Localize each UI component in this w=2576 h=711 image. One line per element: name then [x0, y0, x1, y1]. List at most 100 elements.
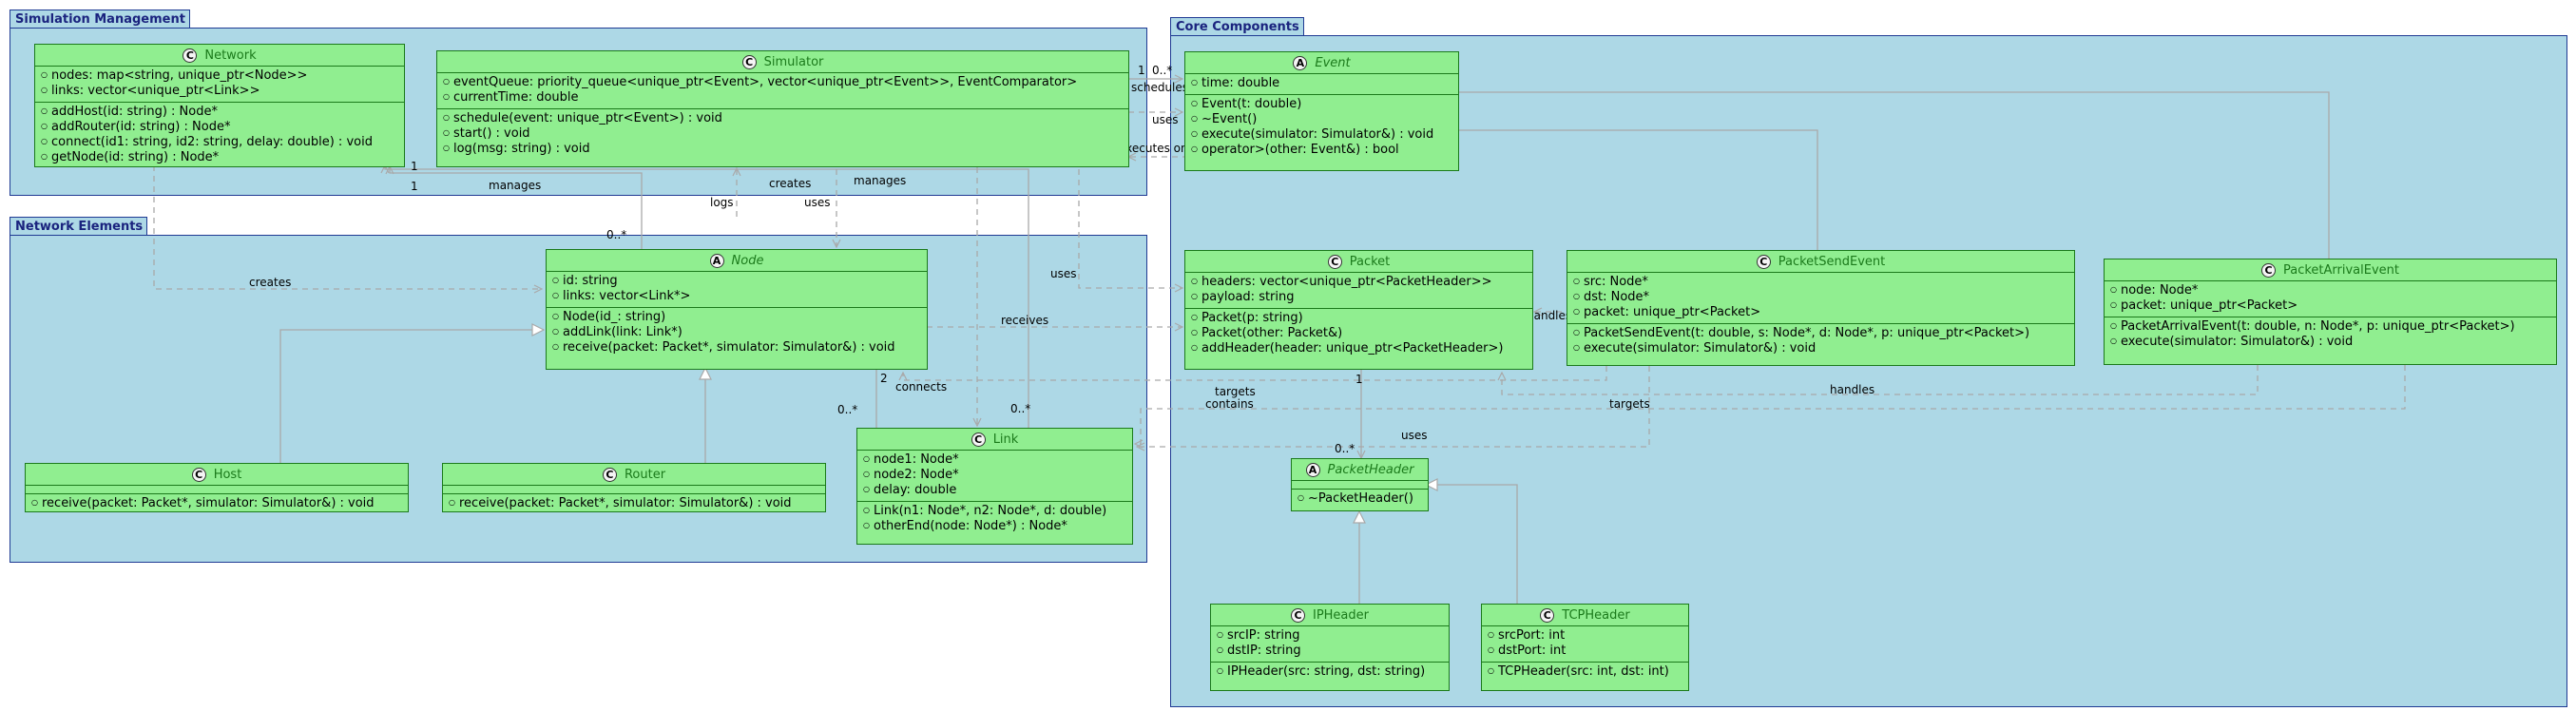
class-attribute: src: Node*: [1573, 275, 2068, 290]
label-net-creates-nodes: creates: [249, 276, 292, 289]
class-icon: C: [1756, 254, 1771, 269]
class-attribute: dstIP: string: [1217, 644, 1443, 659]
attributes-section: srcIP: stringdstIP: string: [1211, 626, 1449, 662]
label-sim-uses-packet: uses: [1050, 267, 1077, 280]
class-icon: C: [602, 467, 617, 482]
label-header-many: 0..*: [1335, 442, 1355, 455]
class-ip-header: CIPHeadersrcIP: stringdstIP: stringIPHea…: [1210, 604, 1450, 691]
package-network-elements-title: Network Elements: [10, 217, 148, 236]
class-method: IPHeader(src: string, dst: string): [1217, 664, 1443, 680]
class-icon: C: [183, 48, 198, 63]
class-method: addHeader(header: unique_ptr<PacketHeade…: [1191, 341, 1527, 356]
label-send-targets-packet: targets: [1215, 385, 1256, 398]
class-attribute: headers: vector<unique_ptr<PacketHeader>…: [1191, 275, 1527, 290]
abstract-class-icon: A: [1293, 55, 1308, 70]
attributes-section: time: double: [1185, 74, 1458, 94]
label-net-many-nodes: 0..*: [606, 228, 627, 241]
methods-section: Node(id_: string)addLink(link: Link*)rec…: [547, 307, 927, 358]
class-header: C Router: [443, 464, 825, 486]
class-method: execute(simulator: Simulator&) : void: [1573, 341, 2068, 356]
label-node-many: 0..*: [837, 403, 858, 416]
class-attribute: links: vector<unique_ptr<Link>>: [41, 84, 398, 99]
class-attribute: delay: double: [863, 483, 1126, 498]
abstract-class-icon: A: [709, 253, 724, 268]
edge-sendevent-targets-node: [903, 366, 1607, 381]
class-method: start() : void: [443, 126, 1123, 142]
class-network: CNetworknodes: map<string, unique_ptr<No…: [34, 44, 405, 167]
class-method: operator>(other: Event&) : bool: [1191, 143, 1452, 158]
class-method: ~PacketHeader(): [1298, 491, 1422, 507]
class-method: PacketArrivalEvent(t: double, n: Node*, …: [2110, 319, 2550, 335]
attributes-section: node: Node*packet: unique_ptr<Packet>: [2105, 281, 2556, 317]
class-icon: C: [2260, 262, 2276, 278]
class-packet-arrival-event: C PacketArrivalEvent node: Node*packet: un…: [2104, 259, 2557, 365]
label-net-one-b: 1: [411, 180, 418, 193]
methods-section: ~PacketHeader(): [1292, 489, 1428, 509]
class-method: Packet(p: string): [1191, 311, 1527, 326]
class-attribute: node1: Node*: [863, 452, 1126, 468]
label-arrival-handles: handles: [1830, 383, 1875, 396]
label-send-targets-link: targets: [1609, 397, 1650, 411]
class-router: C Router receive(packet: Packet*, simulato…: [442, 463, 826, 512]
class-attribute: time: double: [1191, 76, 1452, 91]
attributes-section: srcPort: intdstPort: int: [1482, 626, 1688, 662]
label-node-contains: contains: [1205, 397, 1254, 411]
methods-section: IPHeader(src: string, dst: string): [1211, 662, 1449, 682]
methods-section: Event(t: double)~Event()execute(simulato…: [1185, 94, 1458, 161]
label-node-receives: receives: [1001, 314, 1049, 327]
label-sim-many-events: 0..*: [1152, 64, 1173, 77]
class-attribute: node2: Node*: [863, 468, 1126, 483]
methods-section: Link(n1: Node*, n2: Node*, d: double)oth…: [857, 501, 1132, 537]
label-net-creates-links: creates: [769, 177, 812, 190]
class-node: ANodeid: stringlinks: vector<Link*>Node(…: [546, 249, 928, 370]
methods-section: PacketSendEvent(t: double, s: Node*, d: …: [1567, 323, 2074, 359]
class-method: log(msg: string) : void: [443, 142, 1123, 157]
class-name: PacketArrivalEvent: [2282, 262, 2399, 278]
class-attribute: id: string: [552, 274, 921, 289]
class-name: IPHeader: [1312, 607, 1369, 623]
class-name: Packet: [1349, 254, 1391, 269]
class-icon: C: [741, 54, 757, 69]
label-sim-uses-event: uses: [1152, 113, 1179, 126]
label-net-one-a: 1: [411, 160, 418, 173]
class-attribute: node: Node*: [2110, 283, 2550, 298]
methods-section: schedule(event: unique_ptr<Event>) : voi…: [437, 108, 1128, 160]
label-node-two: 2: [880, 372, 888, 385]
class-icon: C: [191, 467, 206, 482]
edge-host-extends-node: [279, 330, 544, 463]
class-name: PacketHeader: [1327, 462, 1414, 477]
edge-arrivalevent-extends-event: [1190, 92, 2330, 259]
methods-section: Packet(p: string)Packet(other: Packet&)a…: [1185, 308, 1532, 359]
edge-network-creates-node: [153, 165, 542, 289]
class-attribute: payload: string: [1191, 290, 1527, 305]
class-attribute: dstPort: int: [1488, 644, 1682, 659]
class-header: C PacketArrivalEvent: [2105, 259, 2556, 281]
label-sim-uses-node: uses: [804, 196, 831, 209]
class-attribute: packet: unique_ptr<Packet>: [1573, 305, 2068, 320]
package-simulation-management-title: Simulation Management: [10, 10, 190, 29]
class-icon: C: [1327, 254, 1342, 269]
package-core-components-title: Core Components: [1170, 17, 1304, 36]
class-method: Packet(other: Packet&): [1191, 326, 1527, 341]
methods-section: TCPHeader(src: int, dst: int): [1482, 662, 1688, 682]
class-method: Node(id_: string): [552, 310, 921, 325]
methods-section: addHost(id: string) : Node*addRouter(id:…: [35, 102, 404, 168]
class-packet-send-event: CPacketSendEventsrc: Node*dst: Node*pack…: [1567, 250, 2075, 366]
attributes-section: [443, 486, 825, 493]
attributes-section: id: stringlinks: vector<Link*>: [547, 272, 927, 307]
class-method: addRouter(id: string) : Node*: [41, 120, 398, 135]
class-method: receive(packet: Packet*, simulator: Simu…: [449, 496, 819, 511]
class-method: PacketSendEvent(t: double, s: Node*, d: …: [1573, 326, 2068, 341]
class-name: Router: [624, 467, 666, 482]
class-attribute: srcIP: string: [1217, 628, 1443, 644]
class-method: ~Event(): [1191, 112, 1452, 127]
class-attribute: eventQueue: priority_queue<unique_ptr<Ev…: [443, 75, 1123, 90]
